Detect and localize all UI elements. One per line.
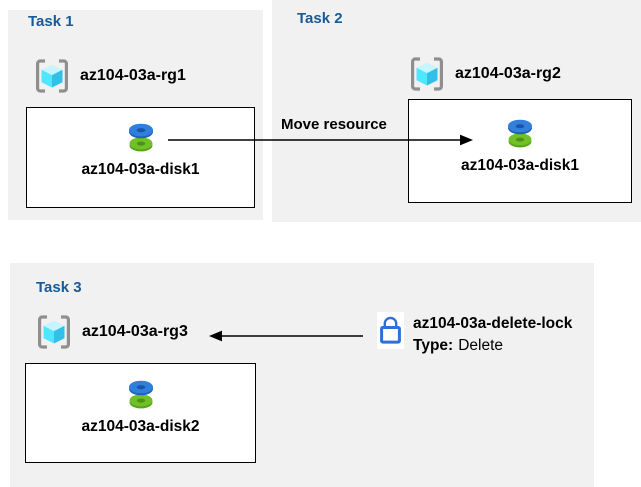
lock-icon bbox=[377, 312, 404, 349]
task2-resource-box: az104-03a-disk1 bbox=[408, 99, 632, 203]
task2-resource-group: az104-03a-rg2 bbox=[408, 55, 561, 93]
lock-name: az104-03a-delete-lock bbox=[413, 315, 573, 332]
task3-resource-group: az104-03a-rg3 bbox=[35, 313, 188, 351]
resource-name: az104-03a-disk1 bbox=[81, 161, 200, 178]
lock-type-line: Type:Delete bbox=[413, 335, 572, 357]
task2-title: Task 2 bbox=[297, 10, 343, 27]
resource-group-name: az104-03a-rg1 bbox=[80, 67, 186, 84]
resource-group-icon bbox=[36, 59, 68, 93]
resource-group-name: az104-03a-rg3 bbox=[82, 323, 188, 340]
task3-title: Task 3 bbox=[36, 279, 82, 296]
delete-lock-callout: az104-03a-delete-lock Type:Delete bbox=[377, 312, 572, 357]
task1-panel: Task 1 az104-03a-rg1 az104-03a-disk1 bbox=[8, 10, 263, 220]
resource-name: az104-03a-disk1 bbox=[460, 157, 580, 174]
task3-panel: Task 3 az104-03a-rg3 az104-03a-disk2 bbox=[10, 263, 594, 487]
task1-resource-box: az104-03a-disk1 bbox=[26, 107, 255, 208]
lock-label-block: az104-03a-delete-lock Type:Delete bbox=[413, 313, 572, 357]
lock-type-label: Type: bbox=[413, 337, 454, 354]
resource-group-icon bbox=[38, 315, 70, 349]
task2-panel: Task 2 az104-03a-rg2 az104-03a-disk1 bbox=[272, 0, 641, 222]
resource-group-icon bbox=[411, 57, 443, 91]
managed-disk-icon bbox=[128, 123, 153, 152]
managed-disk-icon bbox=[508, 119, 532, 148]
resource-name: az104-03a-disk2 bbox=[81, 418, 200, 435]
move-resource-label: Move resource bbox=[281, 116, 387, 133]
lock-type-value: Delete bbox=[458, 337, 504, 354]
managed-disk-icon bbox=[128, 380, 153, 409]
task1-title: Task 1 bbox=[28, 13, 74, 30]
task3-resource-box: az104-03a-disk2 bbox=[25, 363, 256, 463]
task1-resource-group: az104-03a-rg1 bbox=[33, 57, 186, 95]
resource-group-name: az104-03a-rg2 bbox=[455, 65, 561, 82]
